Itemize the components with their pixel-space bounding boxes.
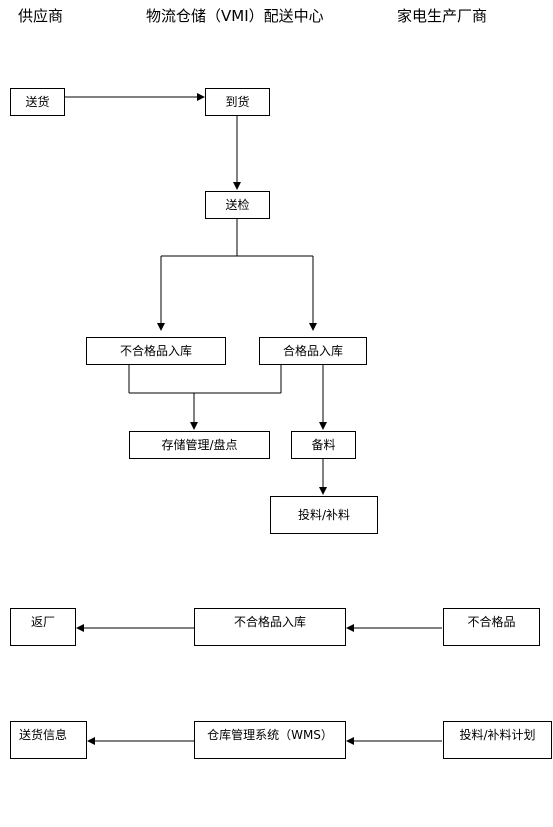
- node-delivery-info: 送货信息: [10, 721, 87, 759]
- node-storage-management: 存储管理/盘点: [129, 431, 270, 459]
- node-feed-plan: 投料/补料计划: [443, 721, 552, 759]
- node-arrival: 到货: [205, 88, 270, 116]
- node-unqualified-storage: 不合格品入库: [86, 337, 226, 365]
- node-send-inspection: 送检: [205, 191, 270, 219]
- node-unqualified-storage-2: 不合格品入库: [194, 608, 346, 646]
- node-qualified-storage: 合格品入库: [259, 337, 367, 365]
- header-manufacturer: 家电生产厂商: [397, 7, 488, 25]
- node-prepare-materials: 备料: [291, 431, 356, 459]
- node-unqualified-goods: 不合格品: [443, 608, 540, 646]
- node-return-factory: 返厂: [10, 608, 76, 646]
- node-wms: 仓库管理系统（WMS）: [194, 721, 346, 759]
- header-supplier: 供应商: [18, 7, 64, 25]
- header-vmi-center: 物流仓储（VMI）配送中心: [146, 7, 324, 25]
- node-feed-replenish: 投料/补料: [270, 496, 378, 534]
- node-ship-goods: 送货: [10, 88, 65, 116]
